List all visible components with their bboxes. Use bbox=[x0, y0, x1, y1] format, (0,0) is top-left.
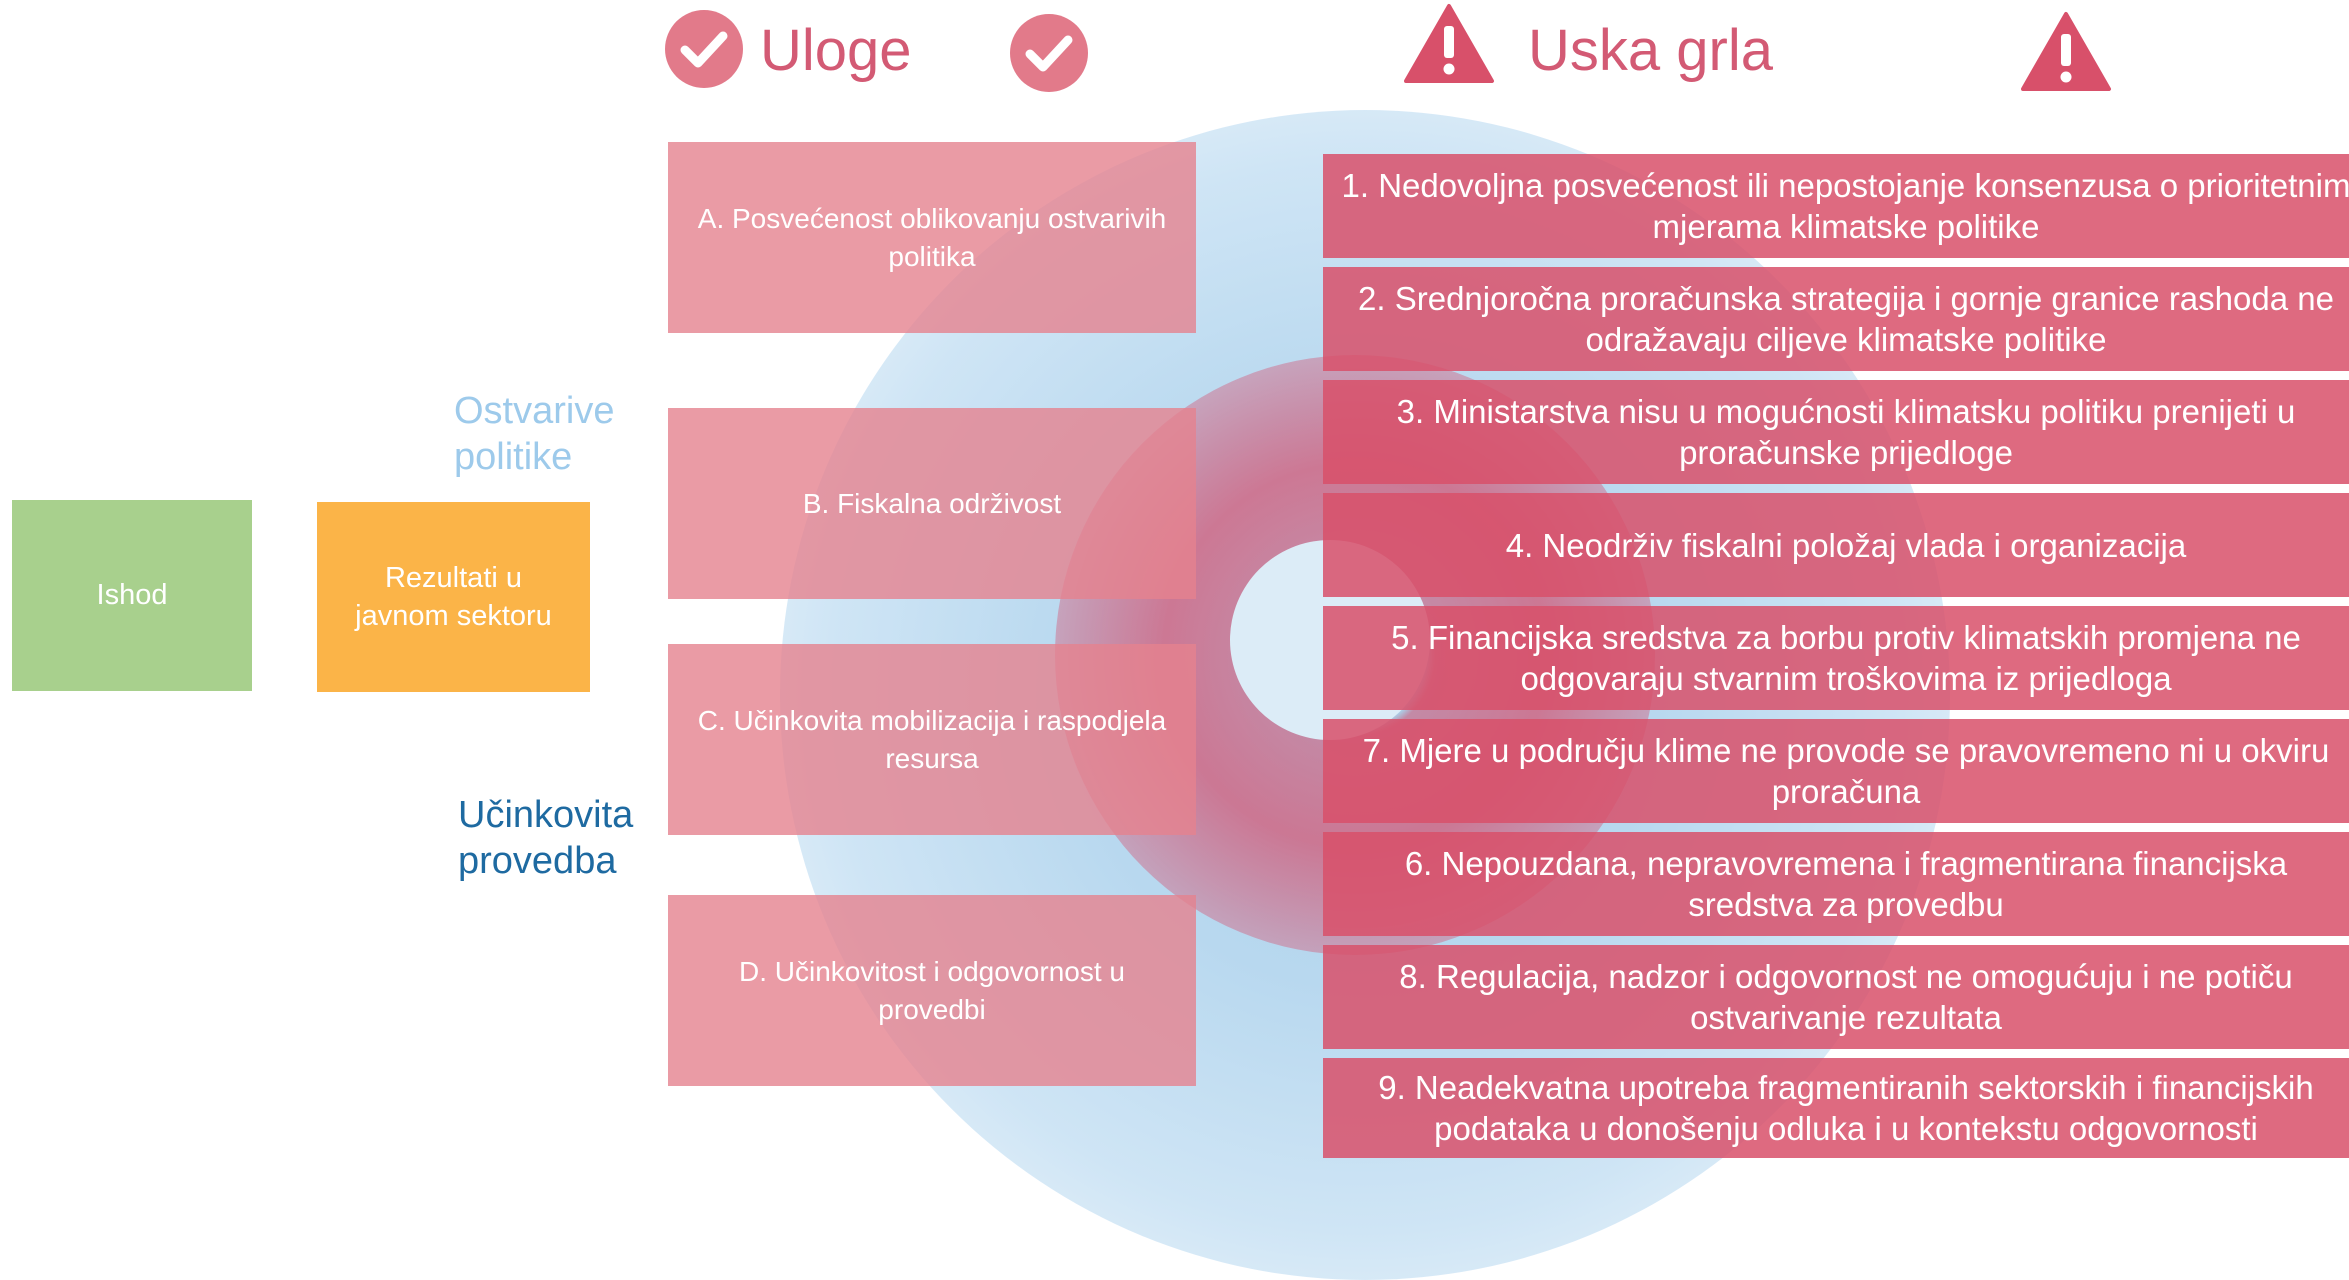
bottleneck-item: 7. Mjere u području klime ne provode se … bbox=[1323, 719, 2349, 823]
achievable-policies-label: Ostvarive politike bbox=[454, 390, 615, 478]
outcome-label: Ishod bbox=[96, 579, 168, 611]
bottleneck-text: 1. Nedovoljna posvećenost ili nepostojan… bbox=[1341, 167, 2349, 245]
role-label: A. Posvećenost oblikovanju ostvarivih po… bbox=[697, 202, 1167, 272]
warning-icon bbox=[1404, 4, 1494, 83]
bottleneck-item: 9. Neadekvatna upotreba fragmentiranih s… bbox=[1323, 1058, 2349, 1158]
role-box-a: A. Posvećenost oblikovanju ostvarivih po… bbox=[668, 142, 1196, 333]
bottleneck-item: 1. Nedovoljna posvećenost ili nepostojan… bbox=[1323, 154, 2349, 258]
role-label: B. Fiskalna održivost bbox=[802, 487, 1062, 519]
bottleneck-item: 3. Ministarstva nisu u mogućnosti klimat… bbox=[1323, 380, 2349, 484]
bottleneck-item: 2. Srednjoročna proračunska strategija i… bbox=[1323, 267, 2349, 371]
check-icon bbox=[1010, 14, 1088, 92]
bottleneck-text: 9. Neadekvatna upotreba fragmentiranih s… bbox=[1378, 1069, 2314, 1147]
bottleneck-text: 8. Regulacija, nadzor i odgovornost ne o… bbox=[1399, 958, 2293, 1036]
bottleneck-item: 6. Nepouzdana, nepravovremena i fragment… bbox=[1323, 832, 2349, 936]
bottleneck-text: 2. Srednjoročna proračunska strategija i… bbox=[1358, 280, 2334, 358]
bottleneck-item: 5. Financijska sredstva za borbu protiv … bbox=[1323, 606, 2349, 710]
bottleneck-text: 6. Nepouzdana, nepravovremena i fragment… bbox=[1404, 845, 2288, 923]
results-label: Rezultati u javnom sektoru bbox=[355, 562, 552, 632]
role-box-c: C. Učinkovita mobilizacija i raspodjela … bbox=[668, 644, 1196, 835]
role-label: D. Učinkovitost i odgovornost u provedbi bbox=[739, 955, 1125, 1025]
role-box-b: B. Fiskalna održivost bbox=[668, 408, 1196, 599]
bottleneck-text: 3. Ministarstva nisu u mogućnosti klimat… bbox=[1396, 393, 2296, 471]
roles-title: Uloge bbox=[760, 18, 912, 83]
bottleneck-text: 5. Financijska sredstva za borbu protiv … bbox=[1391, 619, 2301, 697]
effective-implementation-label: Učinkovita provedba bbox=[458, 794, 634, 882]
bottleneck-text: 7. Mjere u području klime ne provode se … bbox=[1362, 732, 2330, 810]
bottleneck-item: 4. Neodrživ fiskalni položaj vlada i org… bbox=[1323, 493, 2349, 597]
outcome-box: Ishod bbox=[12, 500, 252, 691]
bottlenecks-title: Uska grla bbox=[1528, 18, 1773, 83]
check-icon bbox=[665, 10, 743, 88]
bottleneck-item: 8. Regulacija, nadzor i odgovornost ne o… bbox=[1323, 945, 2349, 1049]
warning-icon bbox=[2021, 12, 2111, 91]
results-box: Rezultati u javnom sektoru bbox=[317, 502, 590, 692]
bottleneck-text: 4. Neodrživ fiskalni položaj vlada i org… bbox=[1505, 526, 2187, 564]
role-box-d: D. Učinkovitost i odgovornost u provedbi bbox=[668, 895, 1196, 1086]
role-label: C. Učinkovita mobilizacija i raspodjela … bbox=[697, 704, 1167, 774]
